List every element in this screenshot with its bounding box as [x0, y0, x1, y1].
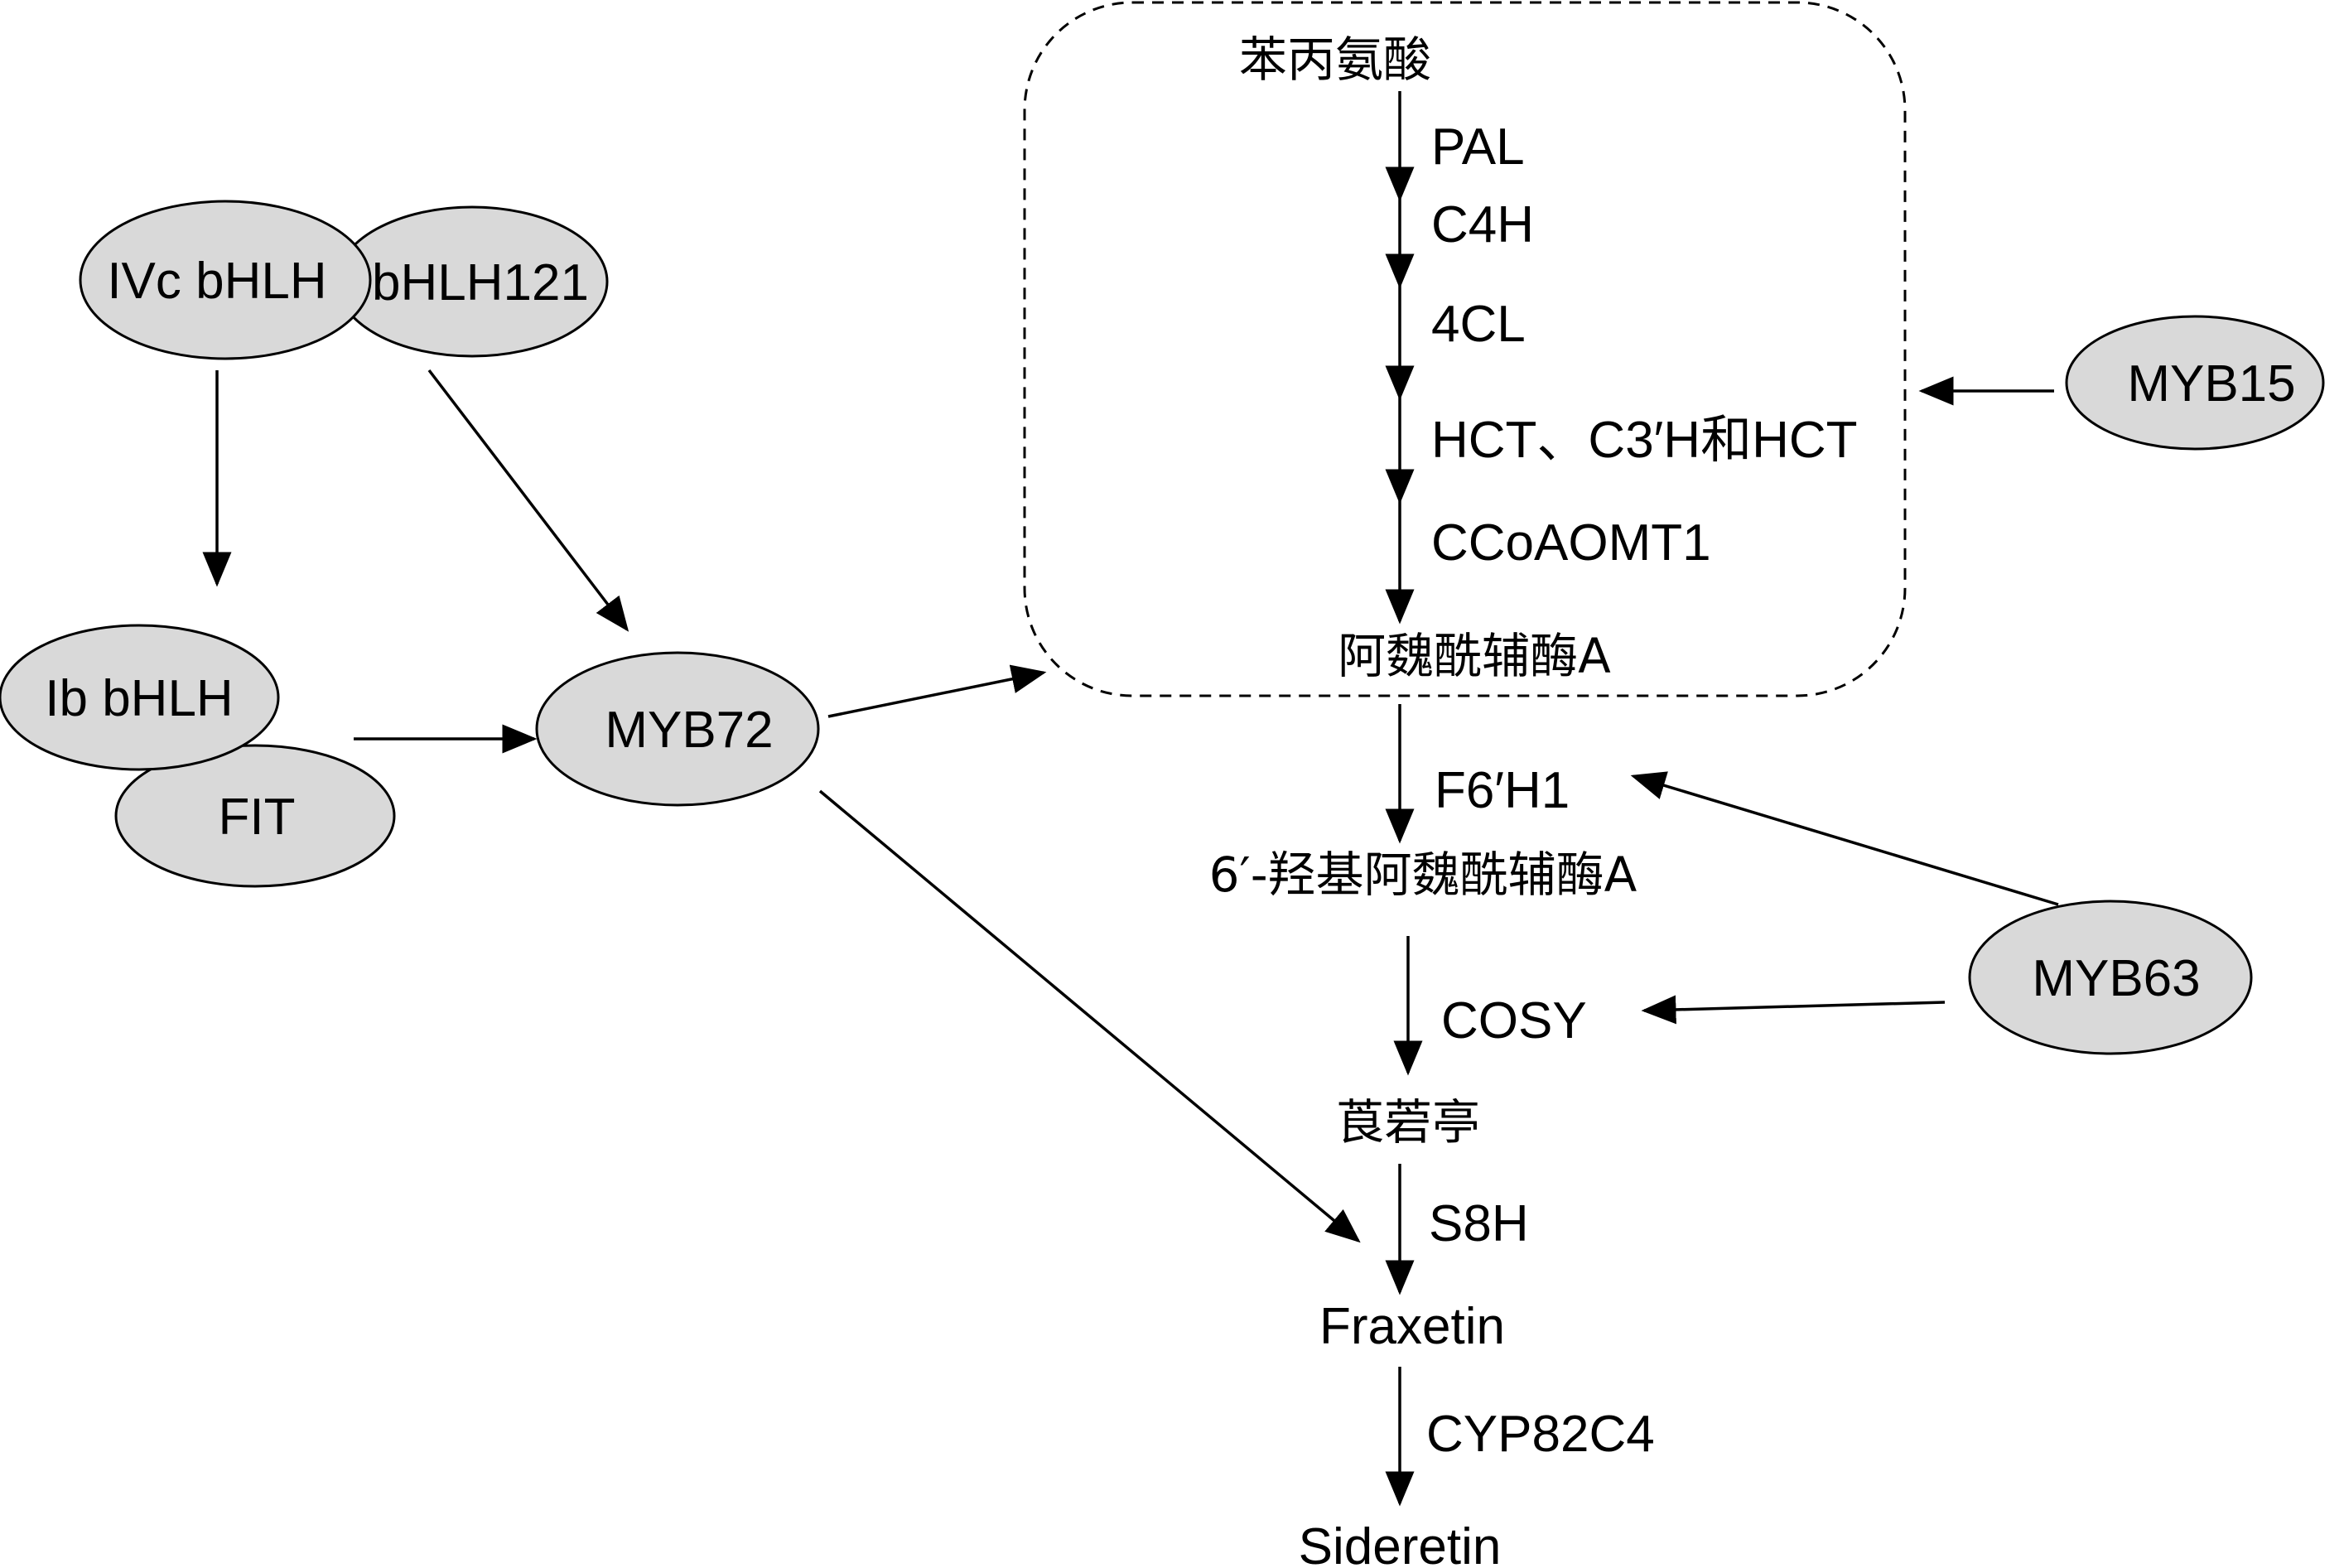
- enzyme-cosy: COSY: [1441, 992, 1587, 1049]
- label-fit: FIT: [219, 789, 296, 846]
- metabolite-scopoletin: 莨菪亭: [1336, 1094, 1480, 1151]
- node-ivc-bhlh: IVc bHLH: [79, 200, 372, 360]
- metabolite-phenylalanine: 苯丙氨酸: [1239, 31, 1431, 88]
- metabolite-hydroxy-feruloyl-coa: 6′-羟基阿魏酰辅酶A: [1209, 847, 1637, 903]
- arrow-myb72-to-fraxetin: [818, 789, 1361, 1243]
- label-myb15: MYB15: [2127, 355, 2295, 413]
- arrow-bhlh121-to-myb72: [427, 369, 629, 632]
- label-myb63: MYB63: [2032, 950, 2200, 1007]
- node-bhlh121: bHLH121: [335, 205, 609, 358]
- node-myb72: MYB72: [535, 651, 820, 807]
- label-bhlh121: bHLH121: [372, 254, 589, 311]
- label-myb72: MYB72: [605, 702, 773, 759]
- label-ivc-bhlh: IVc bHLH: [107, 253, 326, 310]
- label-ib-bhlh: Ib bHLH: [45, 670, 233, 727]
- arrow-myb63-to-cosy: [1641, 995, 1946, 1025]
- enzyme-cyp82c4: CYP82C4: [1426, 1406, 1655, 1463]
- node-myb15: MYB15: [2065, 315, 2325, 451]
- arrow-myb63-to-f6h1: [1630, 771, 2059, 906]
- phenylpropanoid-pathway-box: [1023, 1, 1907, 697]
- arrow-myb72-to-box: [827, 664, 1047, 718]
- node-fit: FIT: [114, 744, 396, 888]
- enzyme-c4h: C4H: [1431, 196, 1534, 253]
- enzyme-hct: HCT、C3′H和HCT: [1431, 412, 1858, 469]
- enzyme-s8h: S8H: [1429, 1195, 1529, 1252]
- metabolite-fraxetin: Fraxetin: [1319, 1298, 1505, 1355]
- node-myb63: MYB63: [1968, 900, 2253, 1055]
- metabolite-sideretin: Sideretin: [1299, 1518, 1502, 1568]
- enzyme-pal: PAL: [1431, 118, 1525, 176]
- enzyme-4cl: 4CL: [1431, 296, 1526, 353]
- node-ib-bhlh: Ib bHLH: [0, 624, 280, 771]
- enzyme-ccoaomt1: CCoAOMT1: [1431, 514, 1711, 572]
- metabolite-feruloyl-coa: 阿魏酰辅酶A: [1338, 628, 1611, 684]
- enzyme-f6h1: F6′H1: [1435, 762, 1570, 819]
